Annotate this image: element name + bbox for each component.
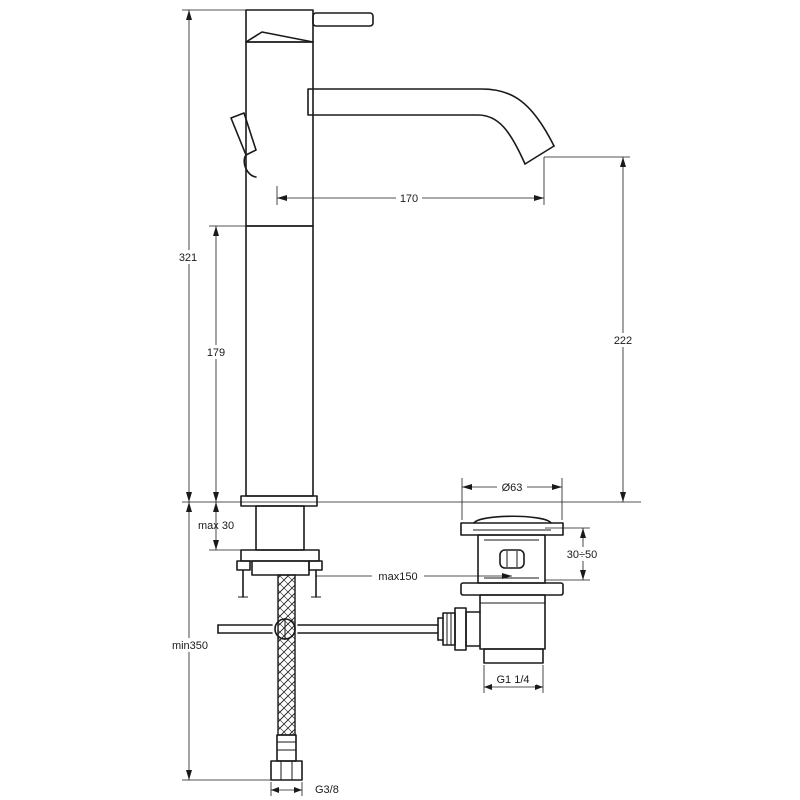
dimension-labels: 321 min350 179 max 30 170 222 Ø63 30÷50 … xyxy=(170,191,638,796)
dim-waste-diameter: Ø63 xyxy=(502,482,523,494)
faucet-cap xyxy=(245,9,314,43)
dim-max-rod-length: max150 xyxy=(378,571,417,583)
waste-tail xyxy=(483,648,544,664)
waste-fitting xyxy=(437,515,564,664)
dimension-lines xyxy=(182,9,641,796)
faucet xyxy=(217,9,555,781)
popup-rod xyxy=(217,618,439,640)
braided-hose xyxy=(277,574,296,736)
faucet-base-ring xyxy=(240,495,318,507)
dim-max-deck-thickness: max 30 xyxy=(198,520,234,532)
dim-waste-adjust-range: 30÷50 xyxy=(567,549,598,561)
spout xyxy=(307,88,555,165)
dim-spout-height: 222 xyxy=(614,335,632,347)
popup-lever-knob xyxy=(230,112,257,178)
mounting-stem xyxy=(255,505,305,551)
mounting-bolts xyxy=(236,560,323,598)
mounting-flange xyxy=(240,549,320,562)
dim-inlet-thread: G3/8 xyxy=(315,784,339,796)
waste-flange xyxy=(460,582,564,596)
dim-body-lower-height: 179 xyxy=(207,347,225,359)
dim-spout-reach: 170 xyxy=(400,193,418,205)
lever-handle xyxy=(312,12,374,27)
waste-plug-cap xyxy=(460,522,564,536)
faucet-body-lower xyxy=(245,225,314,497)
dim-min-hose-length: min350 xyxy=(172,640,208,652)
dim-total-height: 321 xyxy=(179,252,197,264)
dim-waste-thread: G1 1/4 xyxy=(496,674,529,686)
hose-nut xyxy=(270,760,303,781)
cap-skirt xyxy=(245,31,314,43)
hose-ferrule xyxy=(276,734,297,762)
waste-side-connector xyxy=(465,611,481,647)
mounting-nut xyxy=(251,560,310,576)
waste-slot xyxy=(499,549,525,569)
